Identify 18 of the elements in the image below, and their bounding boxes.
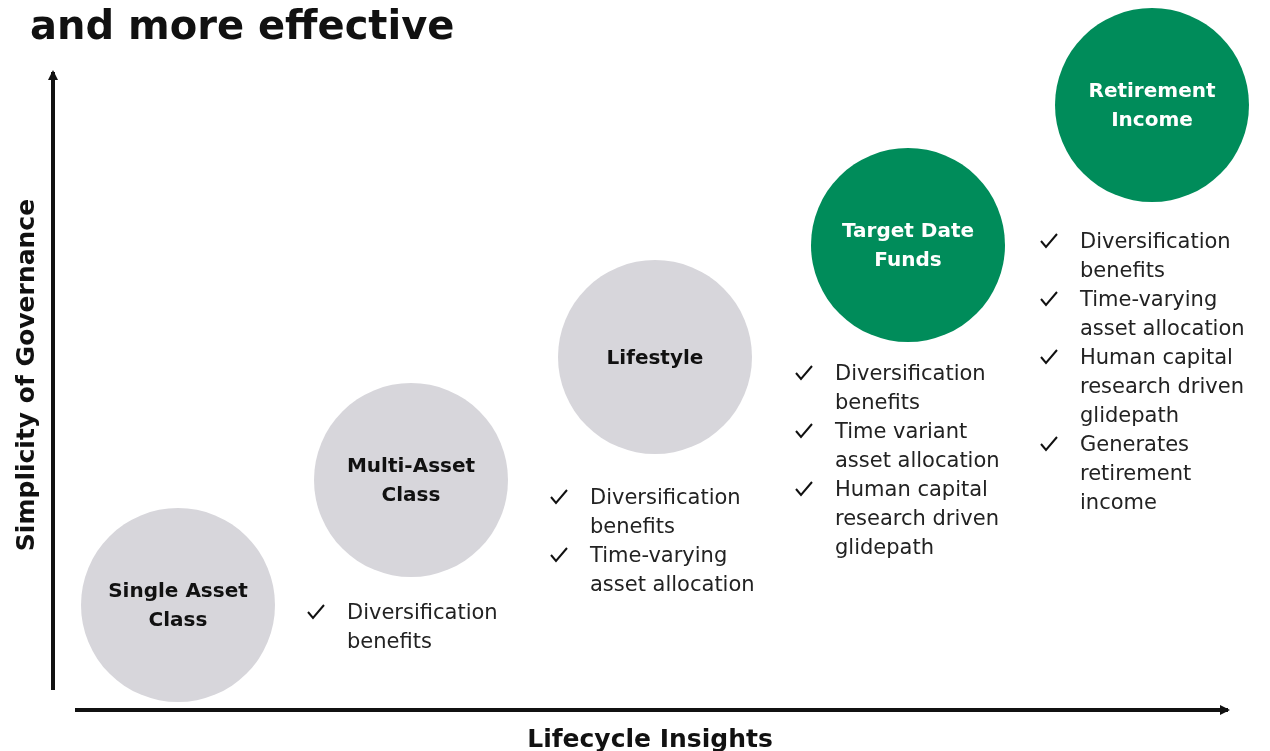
title: and more effective <box>30 2 455 48</box>
checklist-text: Generates retirement income <box>1080 432 1192 514</box>
checklist-text: Time-varying asset allocation <box>1080 287 1245 340</box>
checklist-text: Diversification benefits <box>1080 229 1231 282</box>
stage-label: Retirement Income <box>1087 77 1217 133</box>
checklist-text: Diversification benefits <box>590 485 741 538</box>
stage-label: Single Asset Class <box>107 577 249 633</box>
stage-label: Multi-Asset Class <box>345 452 477 508</box>
axis-title: Lifecycle Insights <box>527 723 773 751</box>
checklist-text: Human capital research driven glidepath <box>835 477 999 559</box>
checklist-text: Diversification benefits <box>347 600 498 653</box>
checklist-text: Time variant asset allocation <box>835 419 1000 472</box>
stage-label: Target Date Funds <box>840 217 976 273</box>
checklist-text: Human capital research driven glidepath <box>1080 345 1244 427</box>
checklist-text: Diversification benefits <box>835 361 986 414</box>
stage-label: Lifestyle <box>605 343 705 371</box>
checklist-text: Time-varying asset allocation <box>590 543 755 596</box>
axis-title: Simplicity of Governance <box>10 198 40 552</box>
